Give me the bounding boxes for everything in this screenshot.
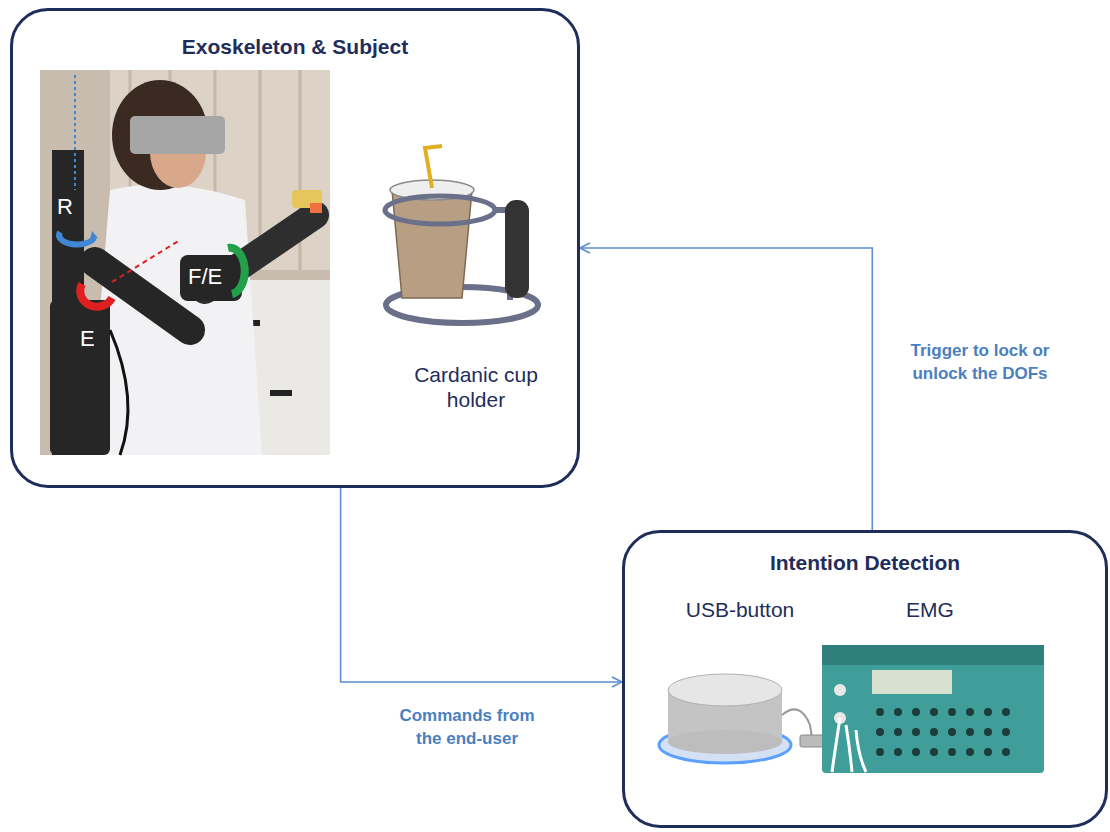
flow-arrow [341, 488, 622, 682]
exoskeleton-photo [40, 70, 330, 455]
part-label: USB-button [655, 597, 825, 622]
flow-arrow [580, 248, 872, 530]
rounded-panel: Exoskeleton & Subject [10, 8, 580, 488]
panel-heading: Intention Detection [625, 551, 1105, 575]
part-label: Cardanic cup holder [392, 362, 560, 412]
emg-device-drawing [822, 645, 1044, 773]
rounded-panel: Intention Detection [622, 530, 1108, 828]
usb-button-drawing [659, 674, 828, 763]
cup-holder-drawing [385, 146, 538, 323]
edge-label: Trigger to lock or unlock the DOFs [880, 340, 1080, 386]
joint-label: E [80, 326, 106, 352]
joint-label: R [57, 194, 87, 220]
edge-label: Commands from the end-user [388, 705, 546, 751]
joint-label: F/E [188, 264, 234, 290]
panel-heading: Exoskeleton & Subject [13, 35, 577, 59]
part-label: EMG [870, 597, 990, 622]
